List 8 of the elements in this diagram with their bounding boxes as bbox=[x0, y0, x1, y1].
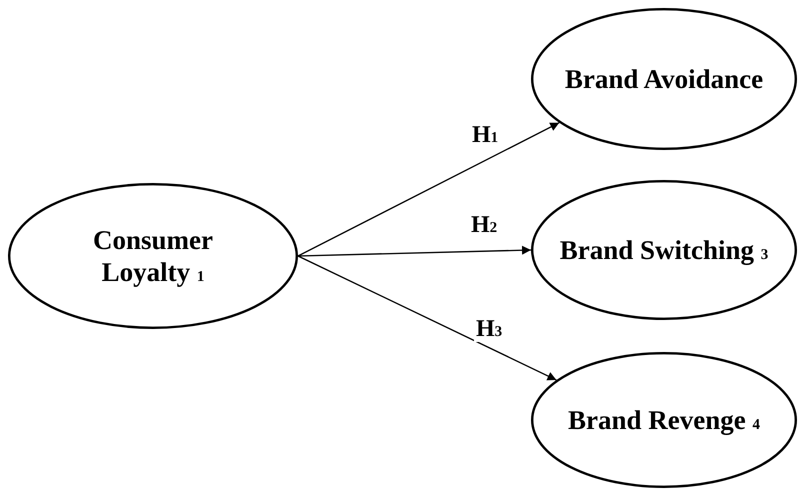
arrow bbox=[298, 255, 557, 381]
ellipse-node bbox=[531, 180, 797, 320]
ellipse-node bbox=[531, 352, 797, 488]
arrow bbox=[298, 122, 560, 257]
ellipse-node bbox=[531, 8, 797, 150]
node-label: Brand Avoidance bbox=[564, 62, 764, 96]
ellipse-node bbox=[8, 183, 298, 329]
arrow bbox=[298, 246, 532, 257]
